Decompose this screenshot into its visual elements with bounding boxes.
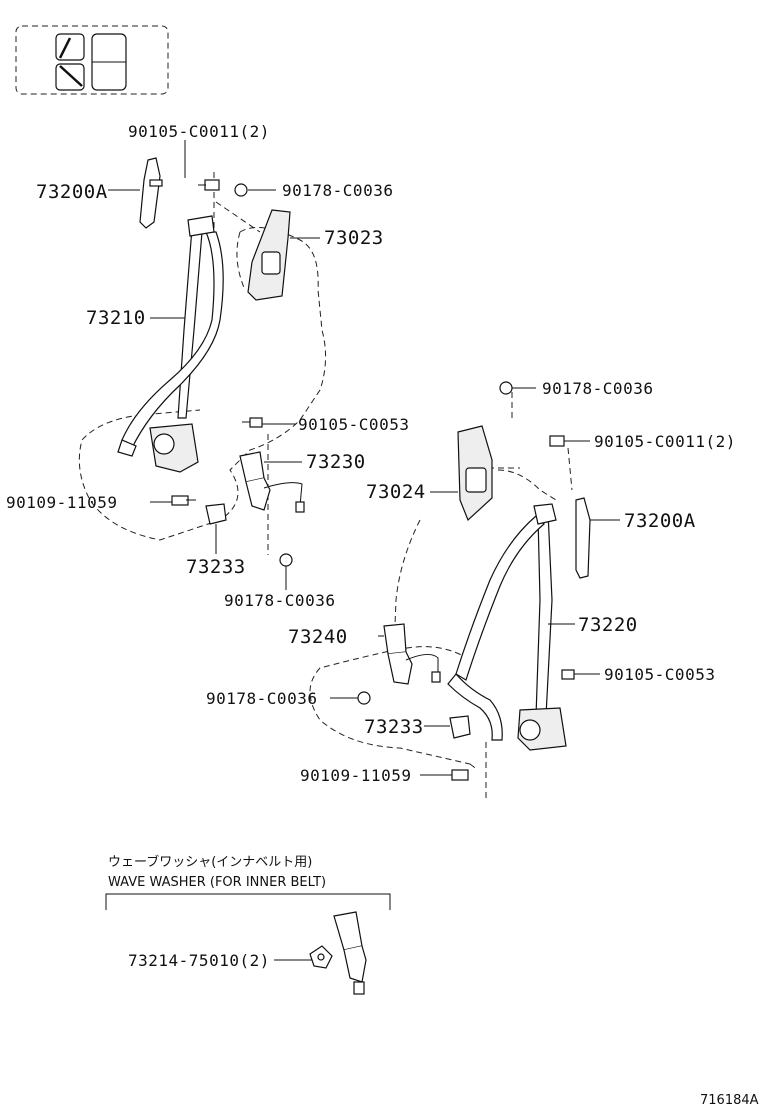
buckle-right [383,623,441,685]
nut-icon [357,691,371,705]
leader-lines [108,140,620,776]
label-lower-bolt-left: 90109-11059 [6,493,117,512]
label-lower-nut-left: 90178-C0036 [224,591,335,610]
label-nut-right-buckle: 90178-C0036 [206,689,317,708]
bolt-icon [198,179,220,191]
buckle-left [239,451,305,513]
nut-icon [279,553,293,567]
bolt-icon [242,417,263,428]
bolt-icon [561,669,582,680]
label-cover-lower-left: 73233 [186,556,246,578]
note-english: WAVE WASHER (FOR INNER BELT) [108,875,326,890]
label-lower-bolt-right: 90109-11059 [300,766,411,785]
label-cover-lower-right: 73233 [364,716,424,738]
label-upper-adjuster-left: 73200A [36,181,108,203]
diagram-reference-code: 716184A [700,1093,759,1108]
label-bolt-right-top: 90105-C0011(2) [594,432,736,451]
label-upper-bolt: 90105-C0011(2) [128,122,270,141]
bolt-icon [444,769,469,781]
nut-icon [499,381,513,395]
bolt-icon [171,495,196,506]
nut-icon [234,183,248,197]
note-japanese: ウェーブワッシャ(インナベルト用) [108,854,312,870]
label-belt-right: 73220 [578,614,638,636]
right-seat-assembly [309,381,591,798]
label-cover-left: 73023 [324,227,384,249]
lower-cover-right [449,715,471,739]
label-mid-bolt-right: 90105-C0053 [604,665,715,684]
left-seat-assembly [78,157,326,567]
label-upper-nut: 90178-C0036 [282,181,393,200]
seat-locator-icon [15,25,169,95]
label-buckle-left: 73230 [306,451,366,473]
wave-washer-inset: ウェーブワッシャ(インナベルト用) WAVE WASHER (FOR INNER… [105,854,391,995]
label-belt-left: 73210 [86,307,146,329]
lower-cover-left [205,503,227,525]
label-nut-right-top: 90178-C0036 [542,379,653,398]
label-buckle-right: 73240 [288,626,348,648]
part-labels: 90105-C0011(2) 73200A 90178-C0036 73023 … [6,122,736,785]
label-upper-adjuster-right: 73200A [624,510,696,532]
label-cover-right: 73024 [366,481,426,503]
label-mid-bolt-left: 90105-C0053 [298,415,409,434]
label-wave-washer: 73214-75010(2) [128,951,270,970]
